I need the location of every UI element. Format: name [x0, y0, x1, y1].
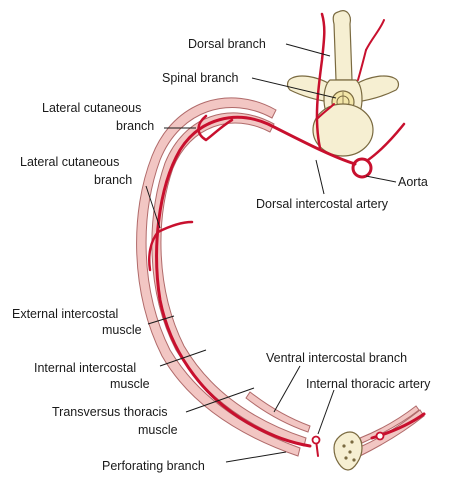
lateral-cutaneous-branch-2-vessel: [148, 220, 194, 272]
leader-lines: [145, 43, 397, 463]
right-transverse-process: [355, 75, 400, 103]
label-transversus-line1: Transversus thoracis: [52, 405, 168, 419]
vertebra: [286, 10, 400, 157]
label-external-intercostal-line1: External intercostal: [12, 307, 118, 321]
label-internal-intercostal-line1: Internal intercostal: [34, 361, 136, 375]
label-lateral-cutaneous-1-line1: Lateral cutaneous: [42, 101, 141, 115]
arteries: [148, 12, 426, 457]
label-transversus-line2: muscle: [138, 423, 178, 437]
sternum: [333, 431, 363, 471]
label-aorta: Aorta: [398, 175, 428, 189]
internal-thoracic-artery-left: [311, 435, 321, 445]
label-spinal-branch: Spinal branch: [162, 71, 238, 85]
transversus-thoracis-muscle: [245, 391, 311, 433]
label-lateral-cutaneous-2-line2: branch: [94, 173, 132, 187]
aorta-vessel: [351, 157, 373, 179]
dorsal-branch-vessel: [315, 12, 326, 150]
label-dorsal-branch: Dorsal branch: [188, 37, 266, 51]
text-labels: Dorsal branch Spinal branch Lateral cuta…: [12, 37, 431, 473]
internal-thoracic-artery-right: [375, 431, 385, 441]
label-internal-intercostal-line2: muscle: [110, 377, 150, 391]
external-intercostal-muscle: [136, 97, 301, 457]
label-internal-thoracic-artery: Internal thoracic artery: [306, 377, 431, 391]
label-external-intercostal-line2: muscle: [102, 323, 142, 337]
label-lateral-cutaneous-1-line2: branch: [116, 119, 154, 133]
lateral-cutaneous-branch-1-vessel: [197, 114, 234, 142]
label-perforating-branch: Perforating branch: [102, 459, 205, 473]
label-lateral-cutaneous-2-line1: Lateral cutaneous: [20, 155, 119, 169]
vertebral-body: [312, 103, 374, 157]
right-dorsal-branch: [366, 122, 406, 162]
label-ventral-intercostal-branch: Ventral intercostal branch: [266, 351, 407, 365]
spinal-branch-vessel: [317, 103, 335, 119]
label-dorsal-intercostal-artery: Dorsal intercostal artery: [256, 197, 389, 211]
dorsal-intercostal-artery-vessel: [155, 115, 357, 448]
spinous-process: [332, 10, 353, 81]
